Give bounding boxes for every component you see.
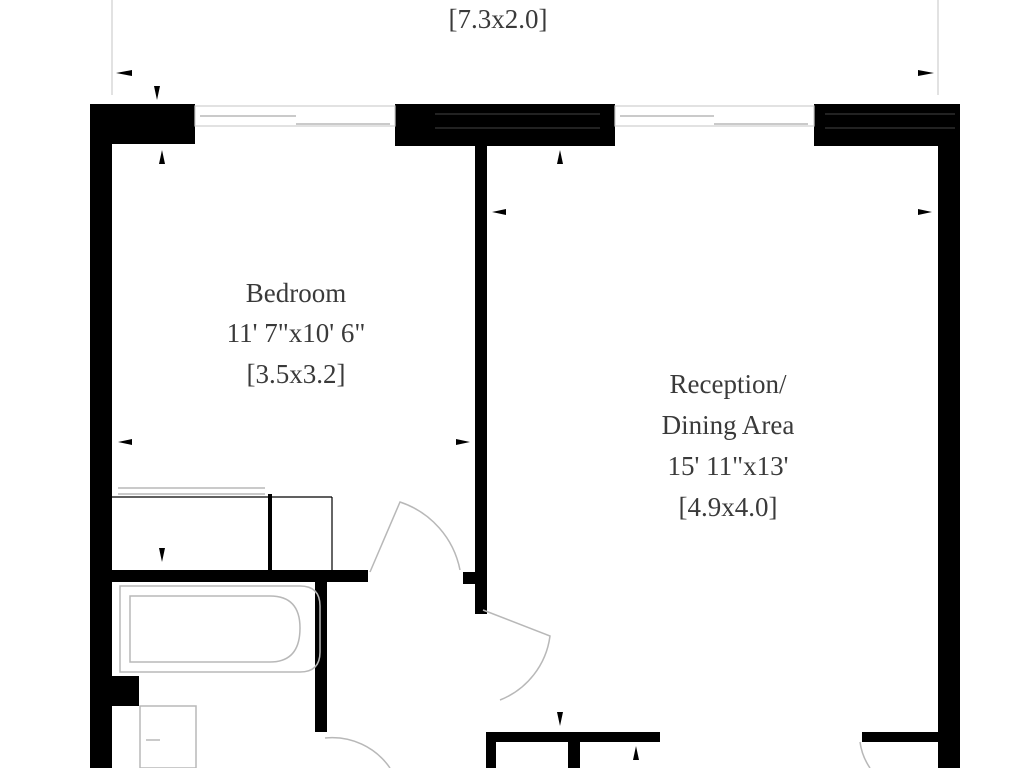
window-reception bbox=[614, 105, 815, 127]
door-bathroom bbox=[324, 736, 391, 768]
wall-kitchen-top bbox=[486, 732, 660, 742]
wall-partition bbox=[475, 144, 487, 614]
wall-bathroom-top-stub bbox=[463, 572, 487, 584]
reception-label: Reception/ Dining Area 15' 11"x13' [4.9x… bbox=[662, 369, 795, 522]
reception-name-line1: Reception/ bbox=[670, 369, 787, 399]
bathtub bbox=[119, 585, 321, 673]
bedroom-name: Bedroom bbox=[246, 278, 347, 308]
door-bedroom bbox=[369, 501, 461, 573]
wall-top-center-pier bbox=[395, 104, 615, 146]
reception-name-line2: Dining Area bbox=[662, 410, 795, 440]
wall-kitchen-divider bbox=[568, 740, 580, 768]
door-kitchen bbox=[859, 741, 871, 768]
reception-size-metric: [4.9x4.0] bbox=[679, 492, 778, 522]
bedroom-label: Bedroom 11' 7"x10' 6" [3.5x3.2] bbox=[227, 278, 366, 389]
windows bbox=[194, 105, 955, 129]
dimension-arrow-left bbox=[116, 70, 132, 76]
wall-right-stub bbox=[862, 732, 938, 742]
walls bbox=[90, 104, 960, 768]
wall-bathroom-jog bbox=[112, 676, 139, 706]
overall-dimension-label: [7.3x2.0] bbox=[449, 4, 548, 34]
wall-left-outer bbox=[90, 104, 112, 768]
wall-right-outer bbox=[938, 104, 960, 768]
dimension-arrow-right bbox=[918, 70, 934, 76]
overall-dimension-guide bbox=[111, 0, 939, 95]
doors bbox=[324, 501, 871, 768]
wall-top-left-pier bbox=[90, 104, 195, 144]
wall-bathroom-right bbox=[315, 582, 327, 732]
wall-bathroom-top bbox=[112, 570, 368, 582]
bedroom-size-metric: [3.5x3.2] bbox=[247, 359, 346, 389]
basin bbox=[139, 705, 197, 768]
bedroom-size-imperial: 11' 7"x10' 6" bbox=[227, 318, 366, 348]
wall-kitchen-stub bbox=[486, 740, 496, 768]
reception-size-imperial: 15' 11"x13' bbox=[668, 451, 789, 481]
dimension-arrows bbox=[118, 86, 932, 760]
wall-top-right-pier bbox=[814, 104, 960, 146]
wardrobe bbox=[112, 487, 333, 570]
door-reception bbox=[482, 609, 551, 701]
